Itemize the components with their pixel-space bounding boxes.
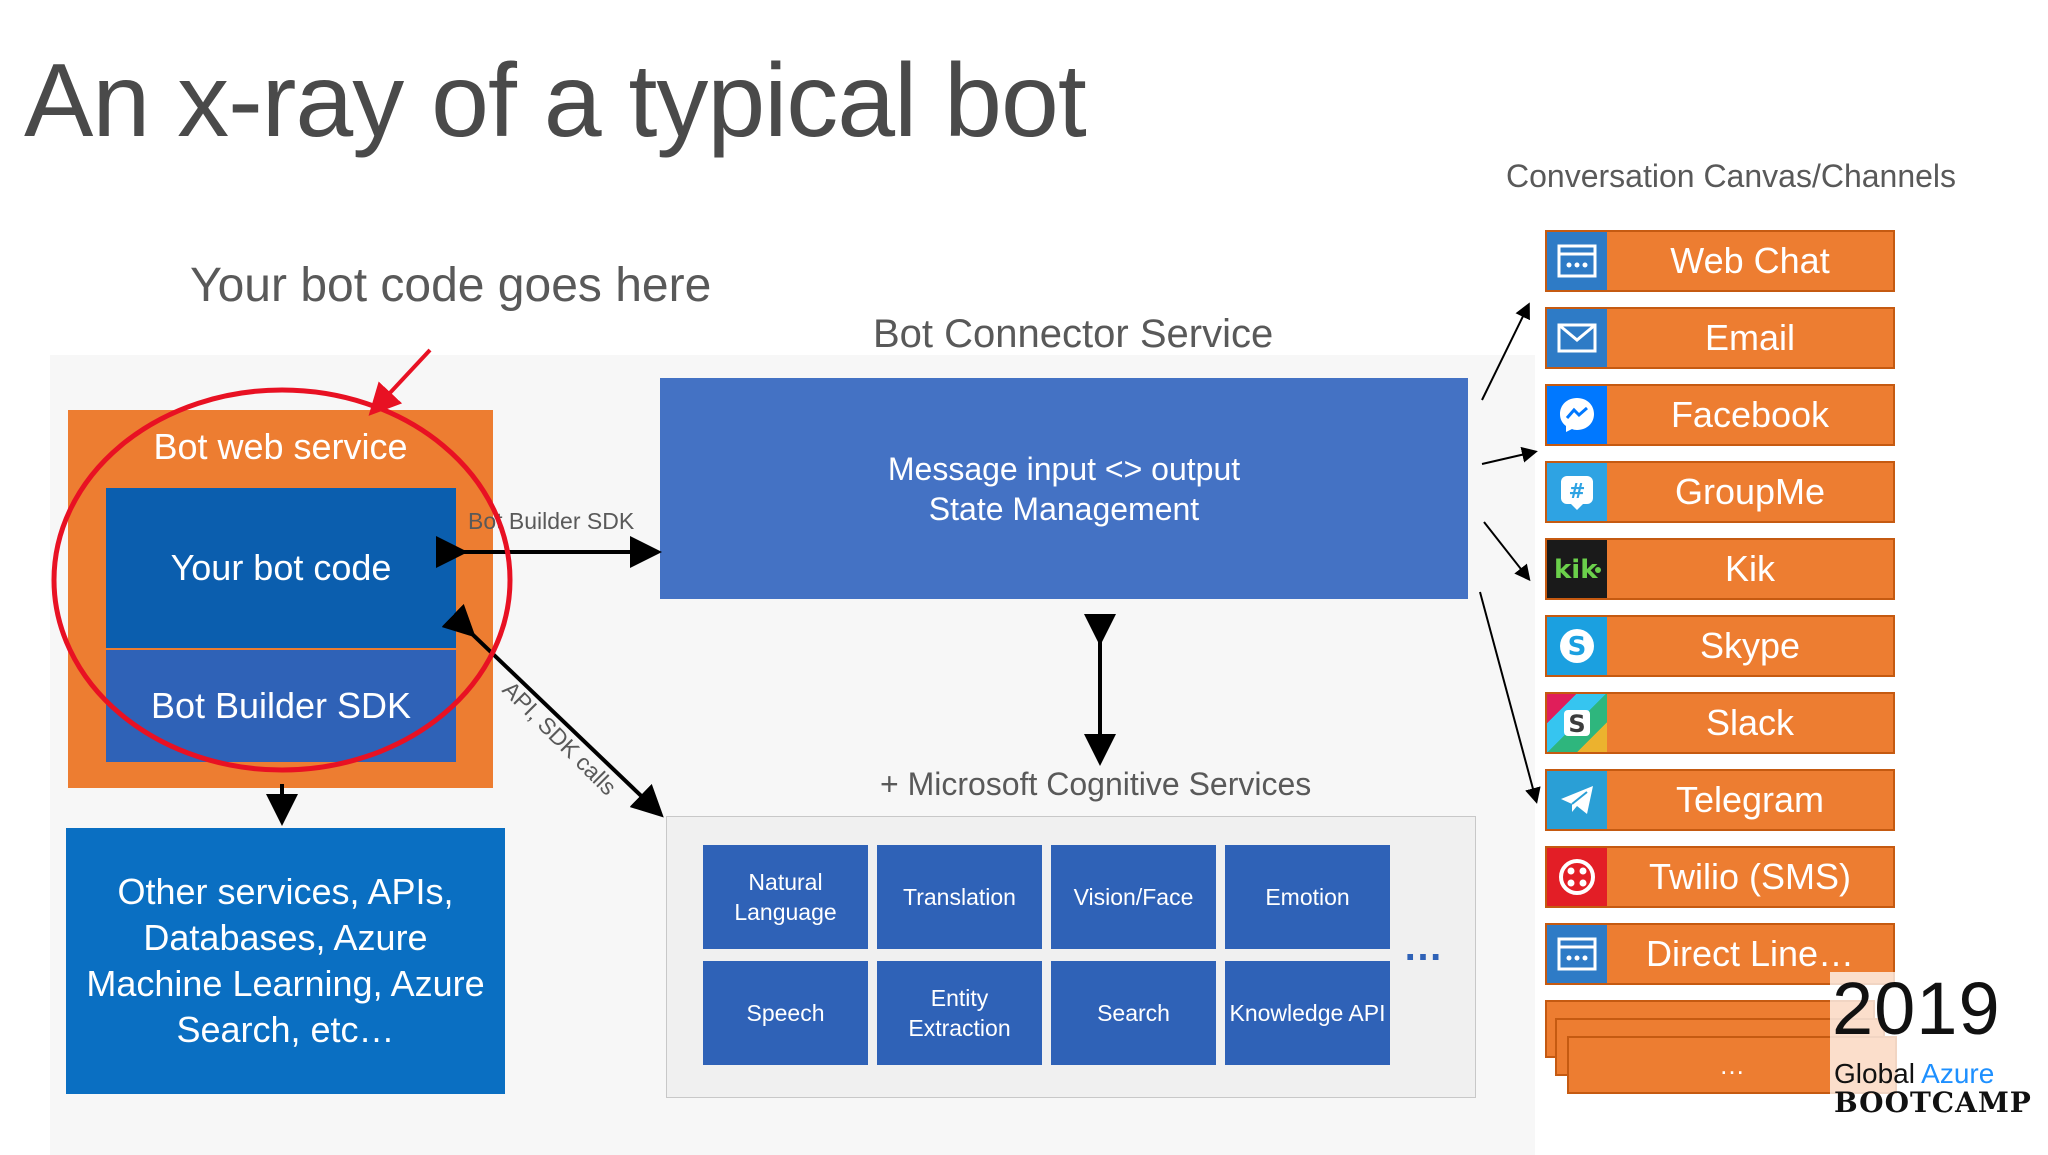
highlight-arrow	[368, 348, 432, 416]
cog-tile-entity-extraction: Entity Extraction	[877, 961, 1042, 1065]
channel-groupme: # GroupMe	[1545, 461, 1895, 523]
badge-global: Global	[1834, 1058, 1915, 1089]
skype-icon: S	[1547, 617, 1607, 675]
channel-label: Kik	[1724, 548, 1775, 589]
channel-arrow-2	[1481, 446, 1538, 465]
cog-tile-vision-face: Vision/Face	[1051, 845, 1216, 949]
cog-tile-emotion: Emotion	[1225, 845, 1390, 949]
email-icon	[1547, 309, 1607, 367]
page-title: An x-ray of a typical bot	[24, 43, 1087, 159]
badge-azure: Azure	[1921, 1058, 1995, 1089]
channel-twilio: Twilio (SMS)	[1545, 846, 1895, 908]
connector-heading: Bot Connector Service	[873, 312, 1274, 356]
channel-label: Skype	[1699, 625, 1801, 666]
bot-connector-service-box: Message input <> output State Management	[660, 378, 1468, 599]
channel-slack: S Slack	[1545, 692, 1895, 754]
api-arrow	[441, 603, 664, 818]
svg-text:S: S	[1568, 632, 1587, 662]
bot-web-service-label: Bot web service	[153, 426, 408, 467]
more-channels-ellipsis: …	[1719, 1049, 1745, 1080]
channel-label: Web Chat	[1670, 240, 1830, 281]
badge-global-azure: Global Azure	[1834, 1058, 1994, 1090]
channels-heading: Conversation Canvas/Channels	[1506, 158, 1957, 194]
channel-arrow-1	[1481, 302, 1530, 401]
other-services-box: Other services, APIs, Databases, Azure M…	[66, 828, 505, 1094]
bot-builder-sdk-box: Bot Builder SDK	[106, 650, 456, 762]
channel-telegram: Telegram	[1545, 769, 1895, 831]
twilio-icon	[1547, 848, 1607, 906]
channel-email: Email	[1545, 307, 1895, 369]
direct-line-icon	[1547, 925, 1607, 983]
svg-text:kik: kik	[1554, 555, 1598, 584]
cog-tile-search: Search	[1051, 961, 1216, 1065]
cognitive-services-panel: Natural Language Translation Vision/Face…	[666, 816, 1476, 1098]
svg-text:S: S	[1568, 710, 1585, 738]
channel-label: Facebook	[1670, 394, 1830, 435]
channel-arrow-3	[1483, 521, 1531, 582]
event-badge: 2019 Global Azure BOOTCAMP	[1830, 967, 2032, 1122]
groupme-icon: #	[1547, 463, 1607, 521]
channel-skype: S Skype	[1545, 615, 1895, 677]
more-services-ellipsis: …	[1403, 925, 1443, 969]
channel-label: GroupMe	[1674, 471, 1826, 512]
telegram-icon	[1547, 771, 1607, 829]
svg-text:#: #	[1569, 479, 1586, 503]
channel-label: Twilio (SMS)	[1648, 856, 1851, 897]
slack-icon: S	[1547, 694, 1607, 752]
facebook-messenger-icon	[1547, 386, 1607, 444]
web-chat-icon	[1547, 232, 1607, 290]
cog-tile-speech: Speech	[703, 961, 868, 1065]
connector-line-1: Message input <> output	[887, 450, 1241, 487]
channel-facebook: Facebook	[1545, 384, 1895, 446]
highlight-circle	[51, 387, 513, 773]
cog-tile-knowledge-api: Knowledge API	[1225, 961, 1390, 1065]
cognitive-services-heading: + Microsoft Cognitive Services	[880, 766, 1312, 802]
channel-arrow-4	[1479, 591, 1541, 804]
badge-bootcamp: BOOTCAMP	[1834, 1086, 2032, 1119]
cog-tile-natural-language: Natural Language	[703, 845, 868, 949]
channel-kik: kik Kik	[1545, 538, 1895, 600]
channel-label: Slack	[1705, 702, 1795, 743]
other-services-label: Other services, APIs, Databases, Azure M…	[86, 871, 485, 1050]
channel-label: Telegram	[1675, 779, 1825, 820]
cog-tile-translation: Translation	[877, 845, 1042, 949]
channel-web-chat: Web Chat	[1545, 230, 1895, 292]
your-bot-code-box: Your bot code	[106, 488, 456, 648]
channel-label: Email	[1704, 317, 1796, 358]
connector-line-2: State Management	[928, 490, 1200, 527]
bot-web-service: Bot web service Your bot code Bot Builde…	[68, 410, 493, 788]
badge-year: 2019	[1832, 967, 2001, 1050]
bot-code-heading: Your bot code goes here	[190, 259, 712, 312]
kik-icon: kik	[1547, 540, 1607, 598]
channel-label: Direct Line…	[1645, 933, 1855, 974]
